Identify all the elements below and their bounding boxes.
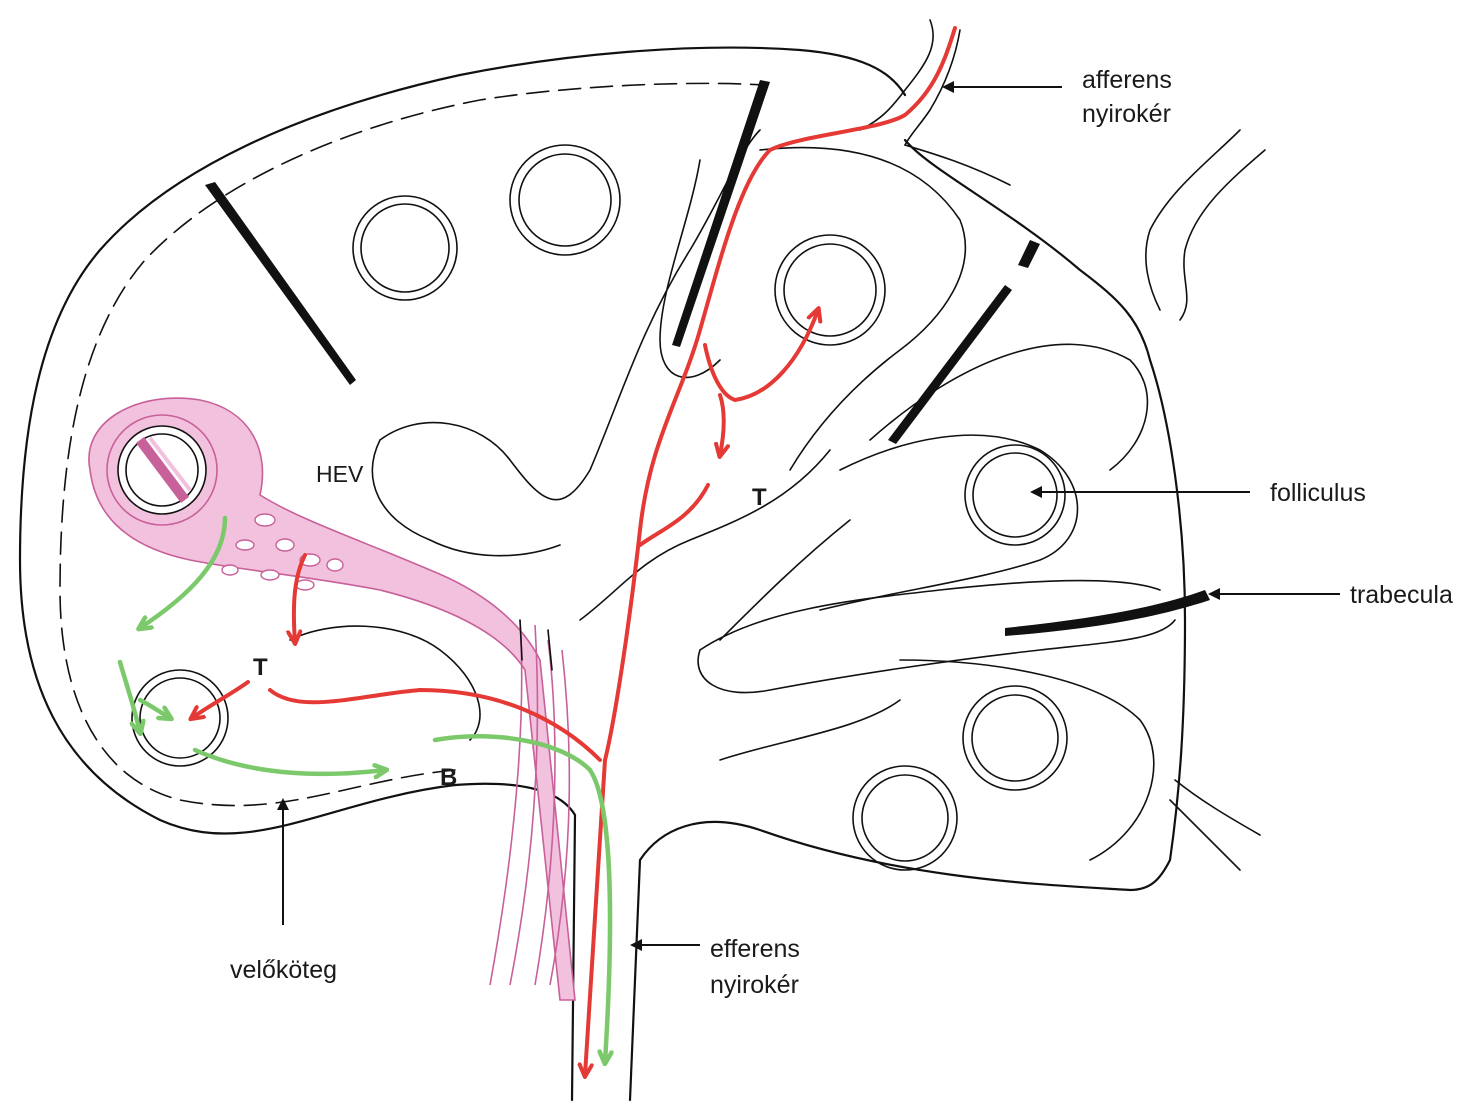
follicle-1 [353,196,457,300]
follicle-2 [510,145,620,255]
hev-vessel [89,398,575,1000]
efferens-label-1: efferens [710,935,800,963]
follicle-7 [132,670,228,766]
afferens-label-1: afferens [1082,66,1172,94]
follicle-5 [963,686,1067,790]
hev-label: HEV [316,461,364,487]
trabecula-label: trabecula [1350,581,1453,609]
follicle-3 [775,235,885,345]
t-lower-label: T [253,654,268,681]
capsule-outline [20,48,1185,1100]
afferens-label-2: nyirokér [1082,100,1171,128]
velokoteg-label: velőköteg [230,956,337,984]
blood-vessels-right [1146,130,1265,870]
follicle-4 [965,445,1065,545]
efferens-label-2: nyirokér [710,971,799,999]
pointer-arrows [283,87,1340,945]
folliculus-label: folliculus [1270,479,1366,507]
t-upper-label: T [752,484,767,511]
b-label: B [440,764,457,791]
follicle-6 [853,766,957,870]
